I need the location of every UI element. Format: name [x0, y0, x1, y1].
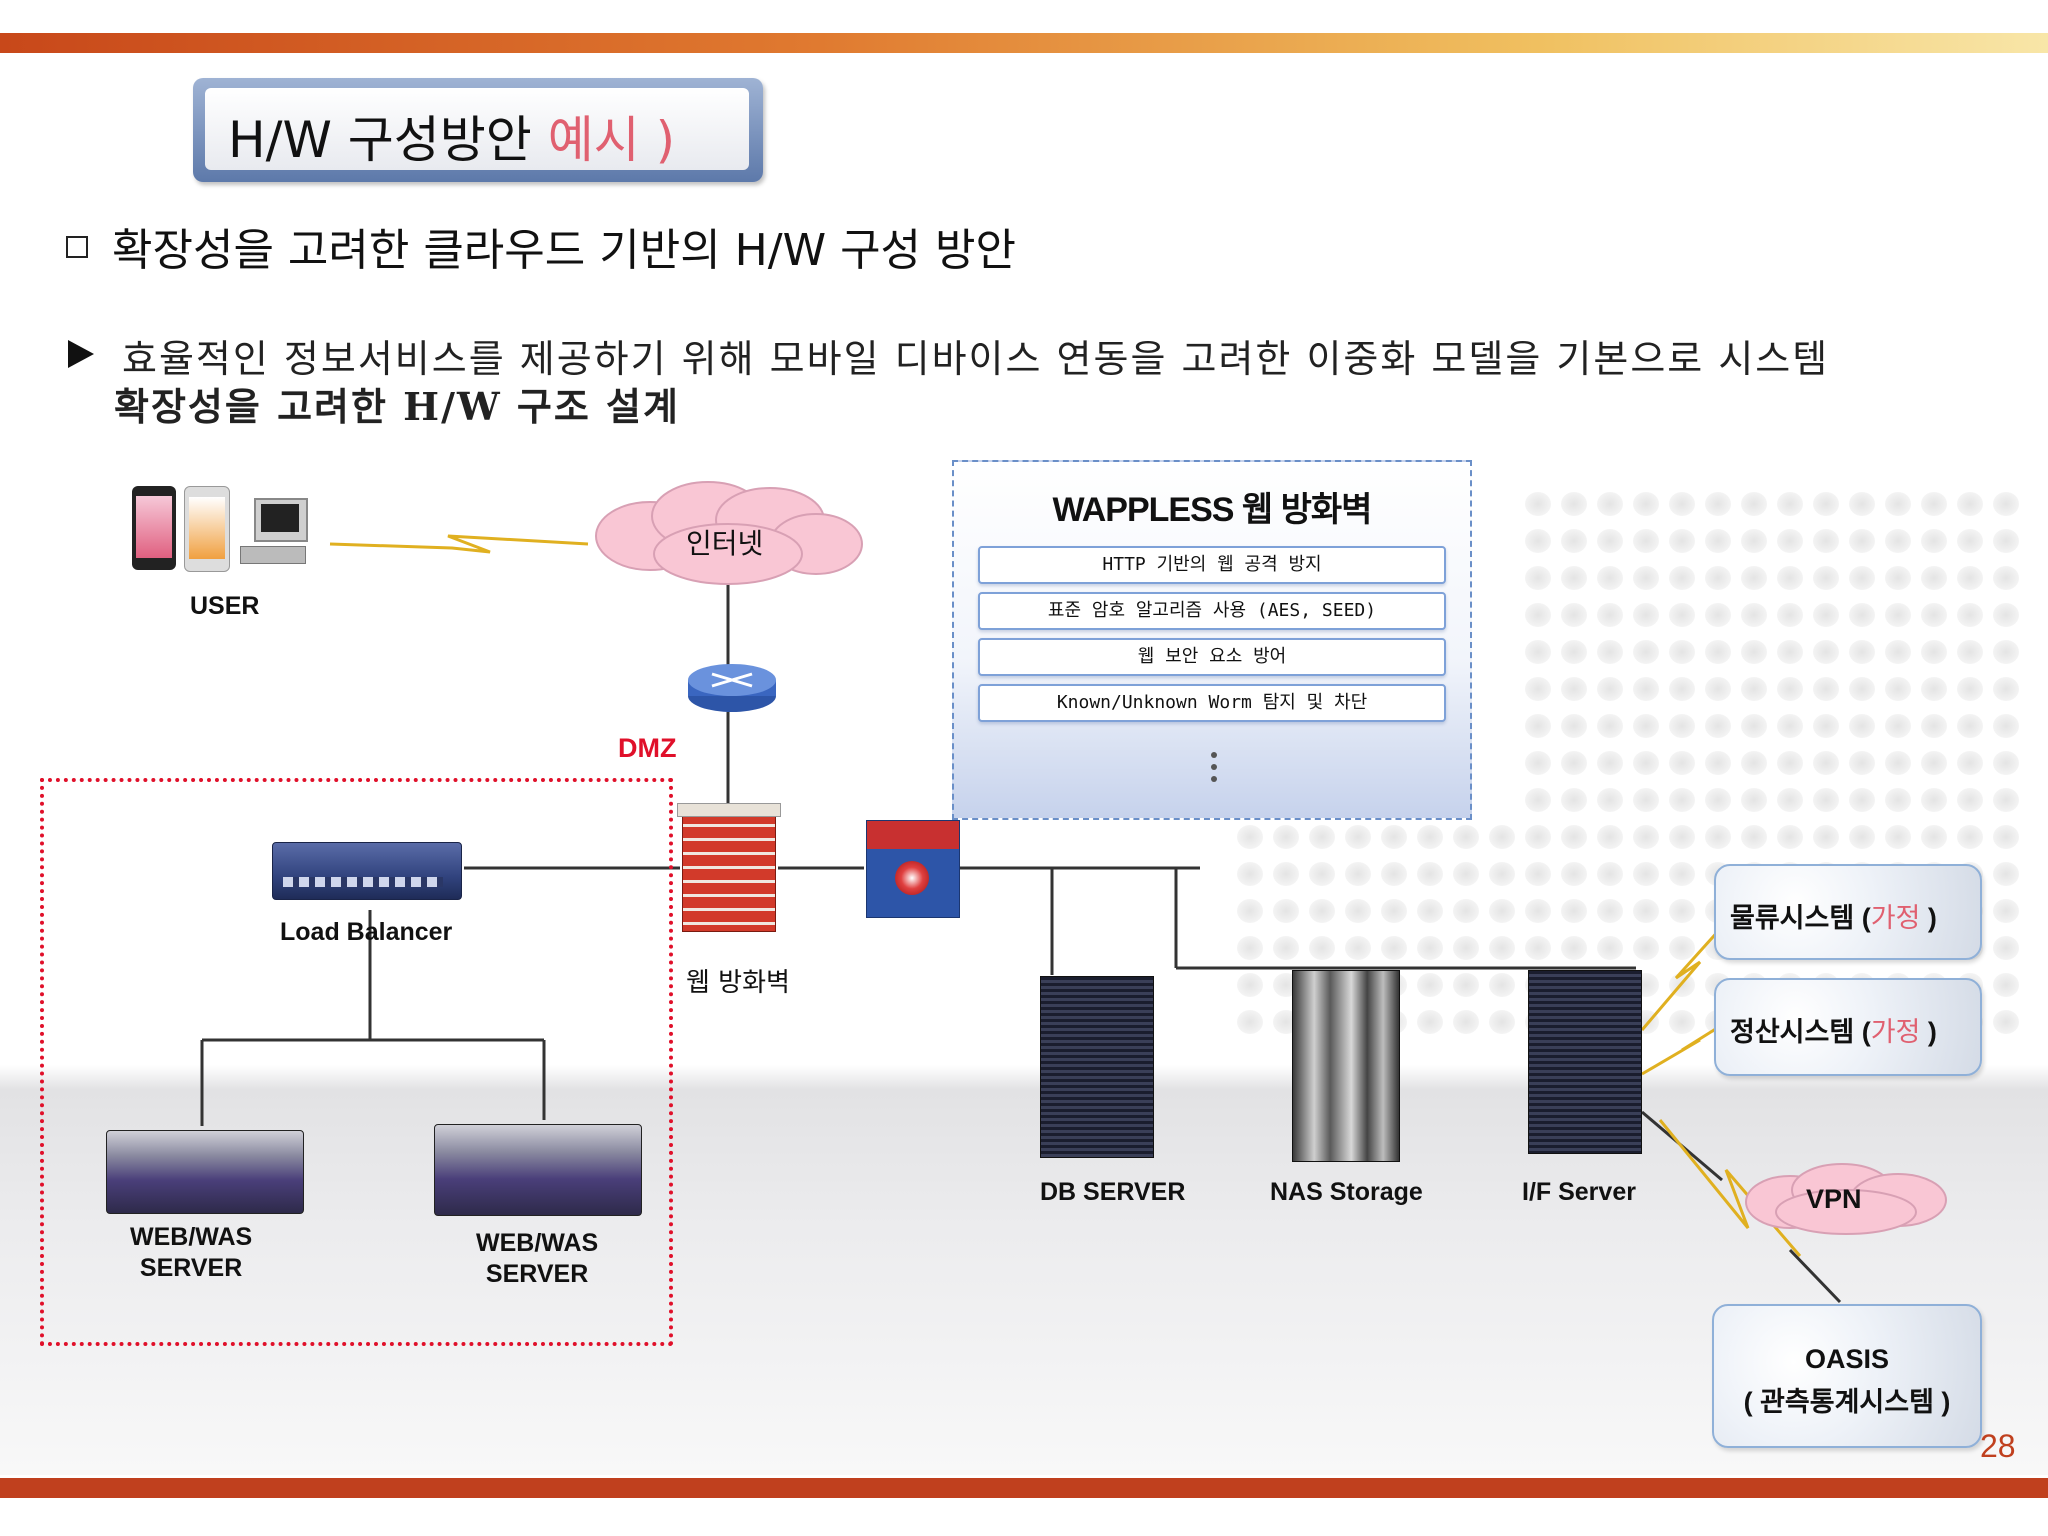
oasis-system-box: OASIS ( 관측통계시스템 ) — [1712, 1304, 1982, 1448]
load-balancer-icon — [272, 842, 462, 900]
wappless-feature-2: 표준 암호 알고리즘 사용 (AES, SEED) — [978, 592, 1446, 630]
internet-cloud-icon — [595, 481, 863, 585]
settlement-system-box: 정산시스템 (가정 ) — [1714, 978, 1982, 1076]
smartphone-icon — [132, 486, 176, 570]
firewall-icon — [677, 803, 781, 932]
body-line-1: 효율적인 정보서비스를 제공하기 위해 모바일 디바이스 연동을 고려한 이중화… — [122, 337, 1830, 381]
switch-icon — [866, 820, 960, 918]
vpn-cloud-icon — [1745, 1163, 1947, 1235]
if-server-label: I/F Server — [1522, 1178, 1636, 1206]
body-line-2: 확장성을 고려한 H/W 구조 설계 — [114, 384, 680, 429]
user-label: USER — [190, 592, 260, 620]
wappless-title: WAPPLESS 웹 방화벽 — [1052, 491, 1373, 529]
wappless-panel: WAPPLESS 웹 방화벽 HTTP 기반의 웹 공격 방지 표준 암호 알고… — [952, 460, 1472, 820]
web-was-server-2-label: WEB/WAS SERVER — [476, 1229, 599, 1288]
bottom-accent-bar — [0, 1478, 2048, 1498]
keyboard-icon — [240, 546, 306, 564]
slide-title-accent: 예시 ) — [547, 111, 676, 169]
nas-storage-icon — [1292, 970, 1400, 1162]
dmz-label: DMZ — [618, 733, 677, 763]
load-balancer-label: Load Balancer — [280, 918, 453, 946]
oasis-subtitle: ( 관측통계시스템 ) — [1743, 1387, 1951, 1417]
desktop-pc-icon — [254, 498, 308, 542]
settlement-system-tag: 가정 — [1870, 1017, 1921, 1047]
wappless-feature-3: 웹 보안 요소 방어 — [978, 638, 1446, 676]
db-server-label: DB SERVER — [1040, 1178, 1186, 1206]
page-number: 28 — [1980, 1428, 2016, 1464]
oasis-title: OASIS — [1804, 1344, 1890, 1374]
ellipsis-dot — [1211, 776, 1217, 782]
settlement-close-paren: ) — [1920, 1017, 1937, 1047]
if-server-icon — [1528, 970, 1642, 1154]
router-icon — [688, 664, 776, 712]
vpn-label: VPN — [1806, 1184, 1862, 1214]
triangle-bullet-icon — [68, 340, 94, 368]
logistics-system-box: 물류시스템 (가정 ) — [1714, 864, 1982, 960]
db-server-icon — [1040, 976, 1154, 1158]
logistics-system-tag: 가정 — [1870, 903, 1921, 933]
section-heading: 확장성을 고려한 클라우드 기반의 H/W 구성 방안 — [112, 225, 1016, 276]
slide-title: H/W 구성방안 예시 ) — [228, 100, 675, 172]
wappless-feature-4: Known/Unknown Worm 탐지 및 차단 — [978, 684, 1446, 722]
wappless-feature-1: HTTP 기반의 웹 공격 방지 — [978, 546, 1446, 584]
internet-label: 인터넷 — [686, 527, 764, 560]
logistics-close-paren: ) — [1920, 903, 1937, 933]
ellipsis-dot — [1211, 752, 1217, 758]
web-was-server-2-icon — [434, 1124, 642, 1216]
nas-storage-label: NAS Storage — [1270, 1178, 1423, 1206]
smartphone-2-icon — [184, 486, 230, 572]
floor-background — [0, 1065, 2048, 1475]
settlement-system-text: 정산시스템 ( — [1730, 1017, 1871, 1047]
web-was-server-1-label: WEB/WAS SERVER — [130, 1223, 253, 1282]
logistics-system-text: 물류시스템 ( — [1730, 903, 1871, 933]
ellipsis-dot — [1211, 764, 1217, 770]
checkbox-bullet-icon — [66, 236, 88, 258]
web-was-server-1-icon — [106, 1130, 304, 1214]
top-accent-bar — [0, 33, 2048, 53]
title-frame-inner — [205, 88, 749, 170]
logistics-system-label: 물류시스템 (가정 ) — [1730, 896, 1937, 935]
dmz-zone — [40, 778, 673, 1346]
settlement-system-label: 정산시스템 (가정 ) — [1730, 1010, 1937, 1049]
slide-title-main: H/W 구성방안 — [228, 111, 532, 169]
web-firewall-label: 웹 방화벽 — [686, 968, 790, 998]
